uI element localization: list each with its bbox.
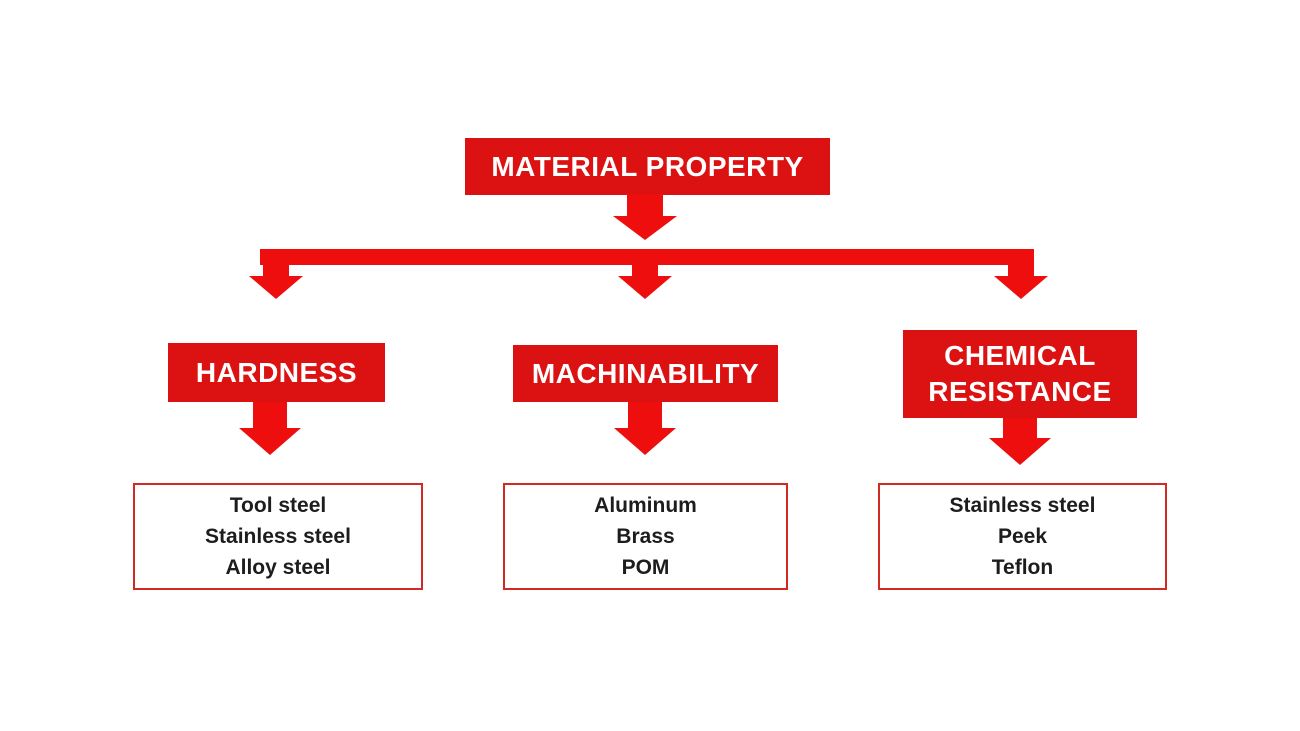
arrow-stem xyxy=(263,264,289,276)
arrow-head xyxy=(249,276,303,299)
root-node-label: MATERIAL PROPERTY xyxy=(491,150,804,182)
list-item: POM xyxy=(621,556,670,579)
hardness-down-arrow-icon xyxy=(239,402,301,455)
arrow-head xyxy=(618,276,672,299)
list-item: Teflon xyxy=(991,556,1054,579)
arrow-stem xyxy=(627,194,663,216)
root-down-arrow-icon xyxy=(613,194,677,240)
branch-label-hardness: HARDNESS xyxy=(195,356,358,388)
root-node-box: MATERIAL PROPERTY xyxy=(465,138,830,195)
arrow-stem xyxy=(632,264,658,276)
connector-middle-down-arrow-icon xyxy=(618,264,672,299)
list-item: Aluminum xyxy=(594,494,697,517)
arrow-head xyxy=(614,428,676,455)
arrow-stem xyxy=(253,402,287,428)
connector-left-down-arrow-icon xyxy=(249,264,303,299)
branch-connector-bar xyxy=(260,249,1034,265)
arrow-head xyxy=(989,438,1051,465)
arrow-head xyxy=(994,276,1048,299)
item-box-chemical-resistance: Stainless steel Peek Teflon xyxy=(878,483,1167,590)
branch-node-hardness: HARDNESS xyxy=(168,343,385,402)
chemical-resistance-down-arrow-icon xyxy=(989,418,1051,465)
arrow-stem xyxy=(628,402,662,428)
arrow-head xyxy=(239,428,301,455)
list-item: Stainless steel xyxy=(205,525,351,548)
machinability-down-arrow-icon xyxy=(614,402,676,455)
list-item: Stainless steel xyxy=(949,494,1096,517)
list-item: Brass xyxy=(616,525,675,548)
arrow-head xyxy=(613,216,677,240)
branch-label-chemical-resistance: CHEMICAL RESISTANCE xyxy=(928,340,1112,407)
item-box-machinability: Aluminum Brass POM xyxy=(503,483,788,590)
item-box-hardness: Tool steel Stainless steel Alloy steel xyxy=(133,483,423,590)
branch-node-machinability: MACHINABILITY xyxy=(513,345,778,402)
list-item: Alloy steel xyxy=(225,556,331,579)
branch-node-chemical-resistance: CHEMICAL RESISTANCE xyxy=(903,330,1137,418)
list-item: Peek xyxy=(997,525,1048,548)
list-item: Tool steel xyxy=(229,494,327,517)
arrow-stem xyxy=(1003,418,1037,438)
connector-right-down-arrow-icon xyxy=(994,264,1048,299)
branch-label-machinability: MACHINABILITY xyxy=(531,357,760,389)
arrow-stem xyxy=(1008,264,1034,276)
